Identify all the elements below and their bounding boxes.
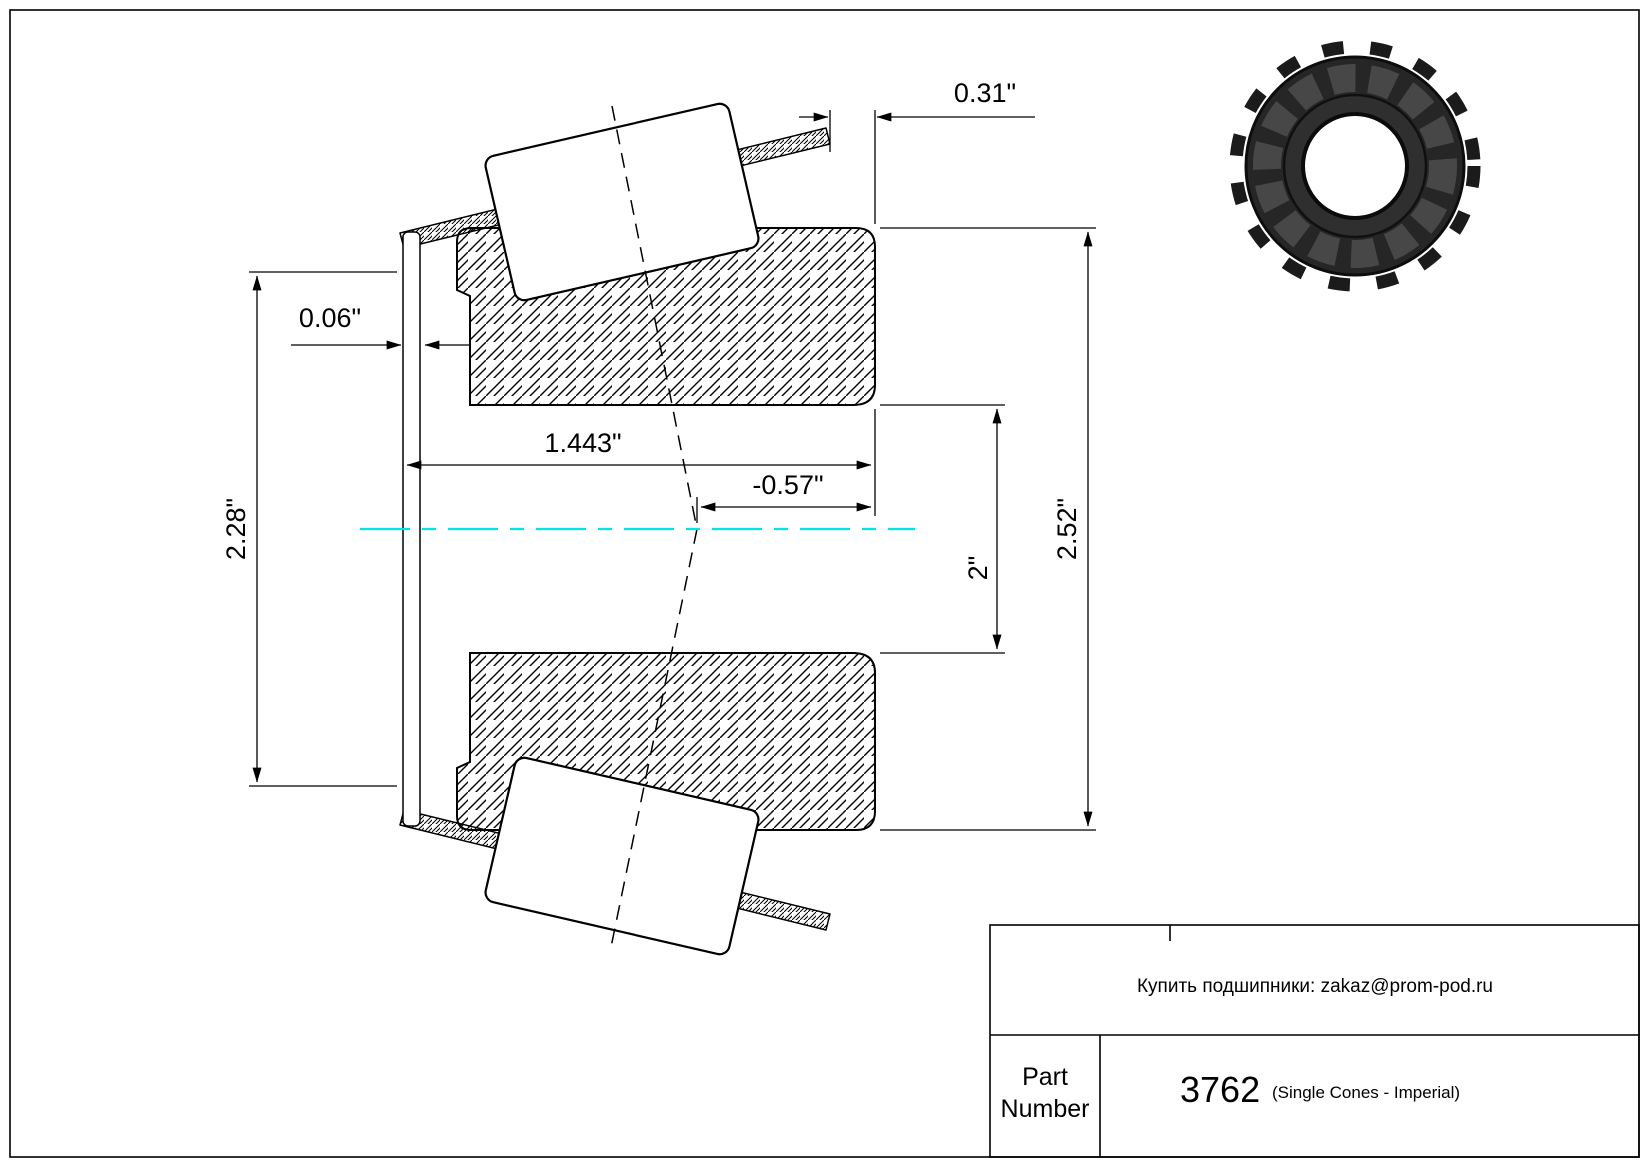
dim-lip-width: 0.06" (291, 303, 469, 350)
part-type-text: (Single Cones - Imperial) (1272, 1083, 1460, 1102)
dim-top-offset: 0.31" (799, 78, 1035, 224)
contact-text: Купить подшипники: zakaz@prom-pod.ru (1137, 976, 1493, 997)
roller-upper (484, 102, 760, 302)
title-block-border (989, 924, 1640, 1158)
dim-label-apex-offset: -0.57" (752, 470, 823, 500)
bearing-rollers (1253, 64, 1457, 268)
bearing-cage-tabs (1229, 40, 1481, 292)
part-number-label-line2: Number (1001, 1095, 1090, 1123)
part-number-label-line1: Part (1022, 1063, 1068, 1091)
dim-label-inner-diameter: 2" (963, 556, 993, 581)
bearing-render (1229, 40, 1481, 292)
dim-apex-offset: -0.57" (696, 470, 872, 523)
bearing-bore (1301, 112, 1409, 220)
roller-lower (484, 756, 760, 956)
dim-label-bore-length: 1.443" (544, 428, 621, 458)
dim-label-top-offset: 0.31" (954, 78, 1016, 108)
dim-label-lip-width: 0.06" (299, 303, 361, 333)
page-border (9, 9, 1640, 1158)
dim-inner-diameter: 2" (880, 404, 1005, 654)
dim-label-cage-height: 2.28" (221, 498, 251, 560)
part-number-value: 3762 (1180, 1069, 1260, 1110)
dim-label-outer-diameter: 2.52" (1052, 498, 1082, 560)
dim-outer-diameter: 2.52" (880, 227, 1096, 831)
dim-cage-height: 2.28" (221, 271, 397, 787)
dim-bore-length: 1.443" (406, 409, 876, 516)
title-block: Купить подшипники: zakaz@prom-pod.ru Par… (989, 924, 1640, 1158)
bearing-section-view (360, 102, 915, 956)
